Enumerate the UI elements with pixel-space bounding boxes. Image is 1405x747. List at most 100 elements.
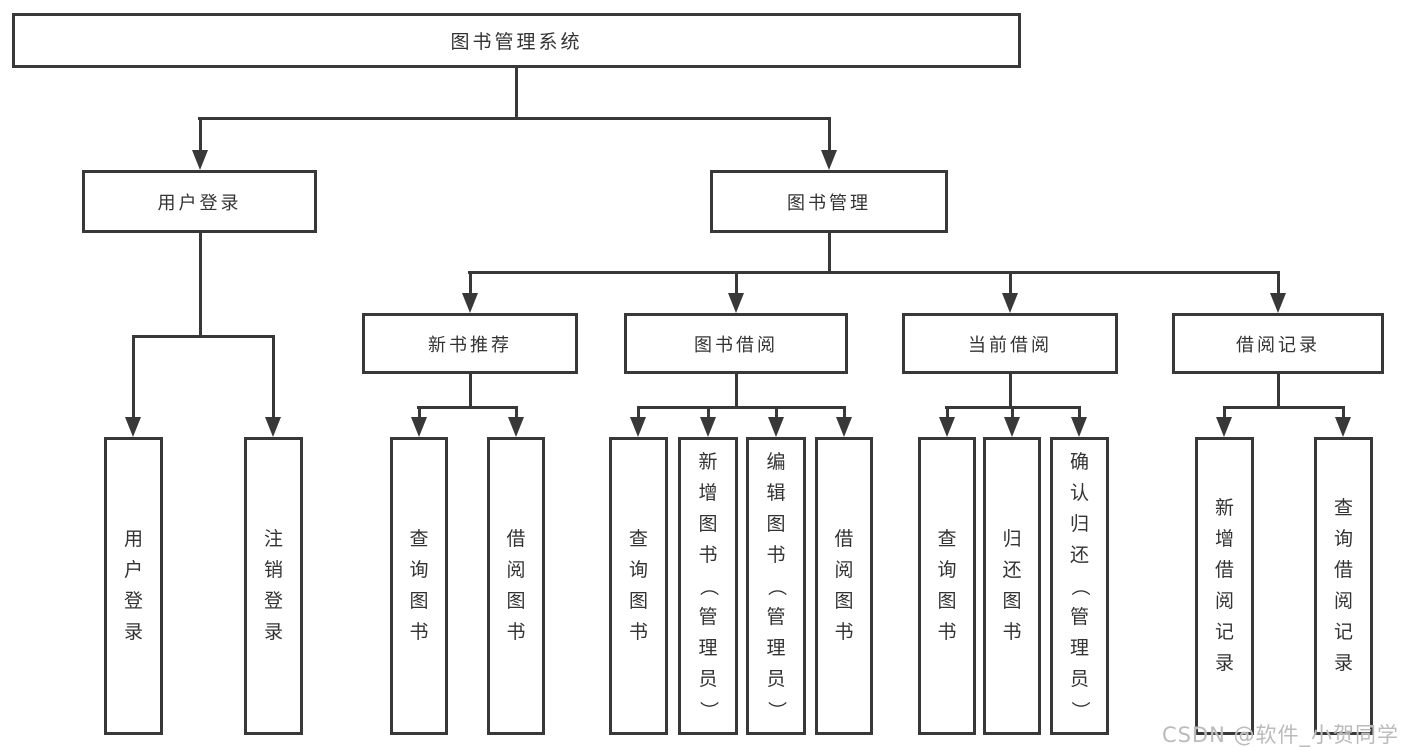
connector-vline	[514, 68, 518, 120]
leaf-query-books-2: 查询图书	[609, 437, 668, 735]
vertical-char: 新	[1214, 497, 1234, 519]
vertical-char: 书	[937, 621, 957, 643]
vertical-char: 录	[263, 621, 283, 643]
connector-vline	[842, 407, 846, 420]
node-current-borrow: 当前借阅	[902, 313, 1118, 374]
connector-hline	[945, 405, 1081, 409]
arrow-down-icon	[1002, 293, 1018, 313]
arrow-down-icon	[821, 150, 837, 170]
connector-vline	[198, 233, 202, 338]
vertical-char: 询	[628, 559, 648, 581]
node-user-login: 用户登录	[82, 170, 317, 233]
vertical-char: 归	[1069, 512, 1089, 535]
connector-vline	[827, 233, 831, 274]
connector-vline	[514, 407, 518, 420]
vertical-char: 还	[1002, 559, 1022, 581]
arrow-down-icon	[1216, 417, 1232, 437]
vertical-char: 书	[834, 621, 854, 643]
vertical-char: 书	[1002, 621, 1022, 643]
vertical-char: 书	[766, 543, 786, 566]
vertical-char: 登	[263, 590, 283, 612]
leaf-add-books-admin: 新增图书（管理员）	[678, 437, 738, 735]
connector-vline	[706, 407, 710, 420]
vertical-char: 书	[409, 621, 429, 643]
connector-vline	[1010, 407, 1014, 420]
vertical-char: 借	[1214, 559, 1234, 581]
connector-vline	[1008, 374, 1012, 409]
connector-vline	[945, 407, 949, 420]
vertical-char: 图	[628, 590, 648, 612]
vertical-char: 书	[698, 543, 718, 566]
vertical-char: 用	[123, 528, 143, 550]
vertical-char: 理	[1069, 636, 1089, 659]
vertical-char: 录	[1214, 652, 1234, 674]
vertical-char: 员	[766, 667, 786, 690]
arrow-down-icon	[265, 417, 281, 437]
connector-hline	[1223, 405, 1345, 409]
vertical-char: 查	[628, 528, 648, 550]
leaf-edit-books-admin: 编辑图书（管理员）	[746, 437, 806, 735]
leaf-query-borrow-record: 查询借阅记录	[1314, 437, 1373, 735]
arrow-down-icon	[700, 417, 716, 437]
vertical-char: 借	[834, 528, 854, 550]
connector-vline	[1276, 272, 1280, 296]
vertical-char: 增	[1214, 528, 1234, 550]
vertical-char: 书	[628, 621, 648, 643]
vertical-char: 阅	[1333, 590, 1353, 612]
vertical-char: 图	[937, 590, 957, 612]
vertical-char: （	[1069, 576, 1091, 596]
arrow-down-icon	[1071, 417, 1087, 437]
vertical-char: 图	[766, 512, 786, 535]
vertical-char: 图	[506, 590, 526, 612]
arrow-down-icon	[1335, 417, 1351, 437]
vertical-char: 记	[1333, 621, 1353, 643]
vertical-char: 销	[263, 559, 283, 581]
connector-vline	[1341, 407, 1345, 420]
vertical-char: 理	[766, 636, 786, 659]
vertical-char: 还	[1069, 543, 1089, 566]
vertical-char: 记	[1214, 621, 1234, 643]
vertical-char: 录	[1333, 652, 1353, 674]
vertical-char: 编	[766, 450, 786, 473]
vertical-char: 书	[506, 621, 526, 643]
vertical-char: 阅	[506, 559, 526, 581]
vertical-char: 图	[1002, 590, 1022, 612]
connector-vline	[198, 118, 202, 153]
vertical-char: （	[697, 576, 720, 596]
leaf-user-login: 用户登录	[104, 437, 163, 735]
leaf-query-books: 查询图书	[390, 437, 448, 735]
leaf-logout-login: 注销登录	[244, 437, 303, 735]
connector-vline	[417, 407, 421, 420]
vertical-char: 询	[1333, 528, 1353, 550]
vertical-char: 阅	[834, 559, 854, 581]
arrow-down-icon	[462, 293, 478, 313]
arrow-down-icon	[728, 293, 744, 313]
watermark: CSDN @软件_小贺同学	[1161, 723, 1399, 747]
vertical-char: 认	[1069, 481, 1089, 504]
connector-hline	[417, 405, 518, 409]
connector-vline	[1222, 407, 1226, 420]
vertical-char: 图	[409, 590, 429, 612]
vertical-char: 户	[123, 559, 143, 581]
connector-hline	[637, 405, 846, 409]
connector-hline	[468, 270, 1280, 274]
vertical-char: 员	[1069, 667, 1089, 690]
vertical-char: 管	[698, 605, 718, 628]
arrow-down-icon	[1004, 417, 1020, 437]
leaf-borrow-books: 借阅图书	[487, 437, 545, 735]
connector-vline	[1276, 374, 1280, 409]
connector-vline	[1008, 272, 1012, 296]
vertical-char: 录	[123, 621, 143, 643]
arrow-down-icon	[192, 150, 208, 170]
arrow-down-icon	[836, 417, 852, 437]
vertical-char: 归	[1002, 528, 1022, 550]
vertical-char: 新	[698, 450, 718, 473]
vertical-char: 确	[1069, 450, 1089, 473]
connector-hline	[132, 334, 275, 338]
vertical-char: 理	[698, 636, 718, 659]
vertical-char: ）	[697, 700, 720, 720]
vertical-char: （	[765, 576, 788, 596]
vertical-char: 查	[1333, 497, 1353, 519]
node-book-management-system: 图书管理系统	[12, 13, 1021, 68]
